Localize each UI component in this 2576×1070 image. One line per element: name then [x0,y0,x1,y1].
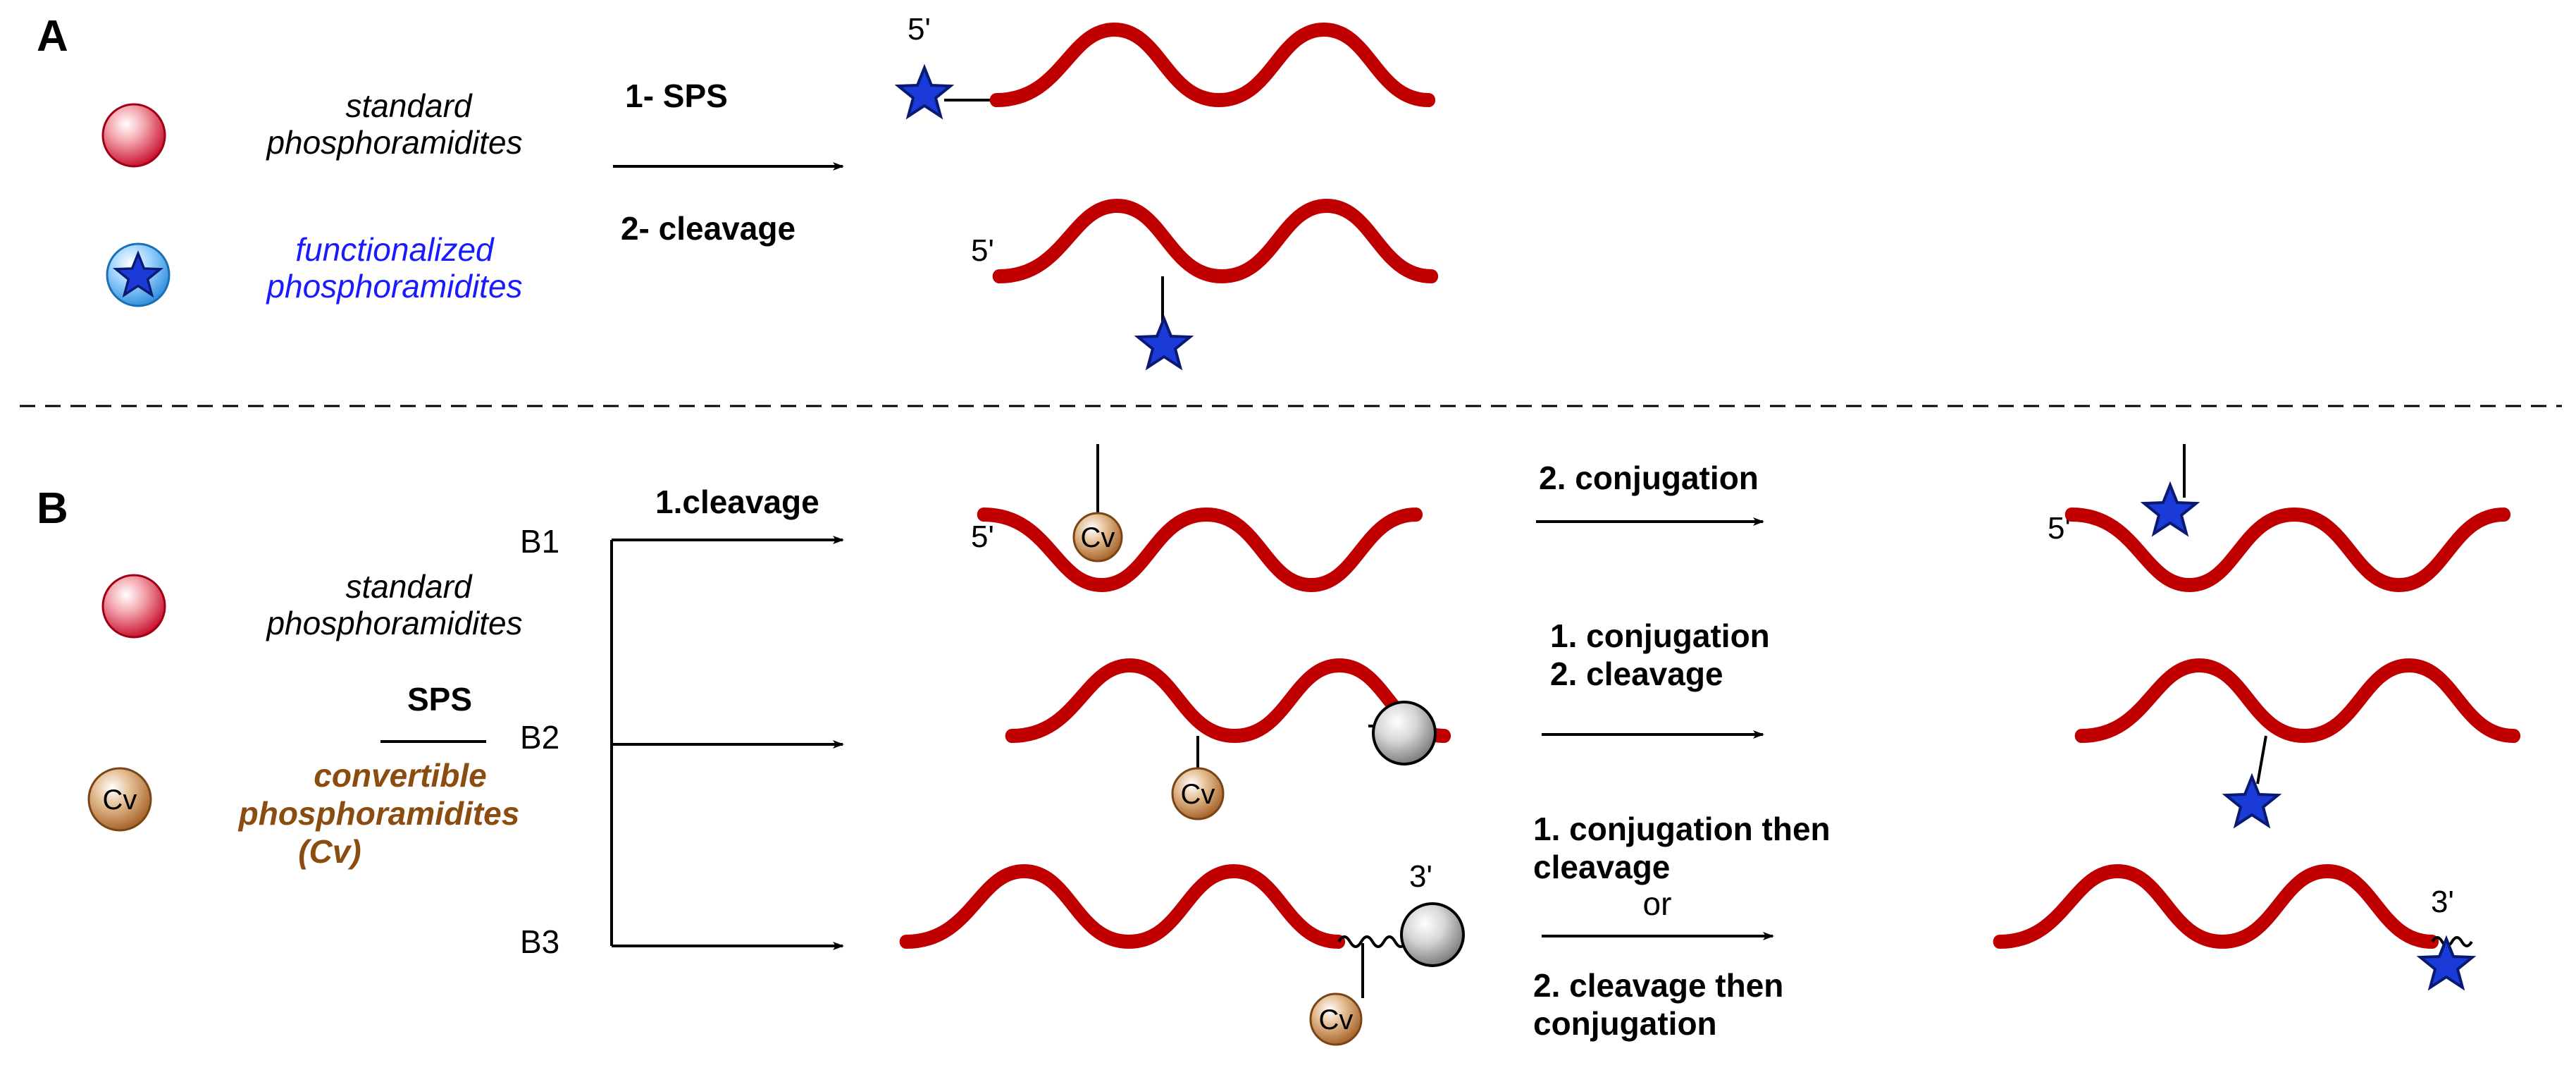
product-a2-strand [999,206,1432,276]
solid-support-icon [1400,902,1465,967]
svg-text:Cv: Cv [1081,522,1115,553]
legend-standard-line2: phosphoramidites [265,124,522,161]
b3-product-prime: 3' [2431,885,2454,919]
route-b1-step2: 2. conjugation [1539,460,1759,496]
legend-convertible-line2: phosphoramidites [237,795,520,832]
route-b3-step-bottom-line1: 2. cleavage then [1533,967,1783,1004]
route-b2-label: B2 [520,719,559,756]
legend-convertible-line3: (Cv) [298,833,361,870]
svg-text:Cv: Cv [103,785,137,816]
legend-b-standard-line1: standard [345,568,472,605]
route-b1-label: B1 [520,523,559,560]
legend-b-standard-line2: phosphoramidites [265,605,522,641]
sps-label: SPS [407,681,472,718]
route-b3-step-top-line1: 1. conjugation then [1533,811,1831,847]
blue-star-sphere-icon [106,242,171,307]
legend-convertible-line1: convertible [314,757,486,794]
star-icon [897,66,952,118]
svg-text:Cv: Cv [1319,1004,1354,1035]
star-icon [2224,775,2279,827]
star-icon [2143,484,2198,535]
star-icon [1137,317,1191,369]
product-a1-strand [996,30,1429,100]
red-sphere-icon [101,103,166,168]
cv-sphere-icon: Cv [1309,992,1363,1046]
b3-intermediate-strand [906,871,1339,942]
solid-support-icon [1372,701,1437,765]
legend-standard-line1: standard [345,87,472,124]
cv-sphere-icon: Cv [1171,767,1225,820]
red-sphere-icon [101,574,166,639]
product-a2-prime: 5' [971,233,994,268]
route-b3-or: or [1643,885,1672,922]
route-b1-step1: 1.cleavage [655,484,819,520]
arrow-a-bottom-label: 2- cleavage [621,210,795,247]
route-b2-step-line1: 1. conjugation [1550,617,1770,654]
cv-sphere-icon: Cv [87,767,152,832]
b2-product-linker [2256,735,2267,785]
arrow-a-top-label: 1- SPS [625,78,728,114]
route-b3-step-top-line2: cleavage [1533,849,1670,885]
route-b3-label: B3 [520,923,559,960]
section-b-label: B [37,484,68,533]
route-b3-step-bottom-line2: conjugation [1533,1005,1717,1042]
b2-product-strand [2081,665,2514,736]
b3-product-wavy-linker [2431,936,2473,947]
b3-product-strand [2000,871,2432,942]
section-a-label: A [37,12,68,61]
svg-text:Cv: Cv [1181,779,1215,810]
b3-intermediate-prime: 3' [1409,859,1432,894]
b1-product-strand [2072,515,2504,585]
legend-functional-line1: functionalized [295,231,495,268]
b1-intermediate-strand [984,515,1416,585]
product-a1-prime: 5' [908,12,931,47]
b1-intermediate-prime: 5' [971,519,994,554]
legend-functional-line2: phosphoramidites [265,268,522,305]
cv-sphere-icon: Cv [1072,512,1123,562]
route-b2-step-line2: 2. cleavage [1550,656,1723,692]
